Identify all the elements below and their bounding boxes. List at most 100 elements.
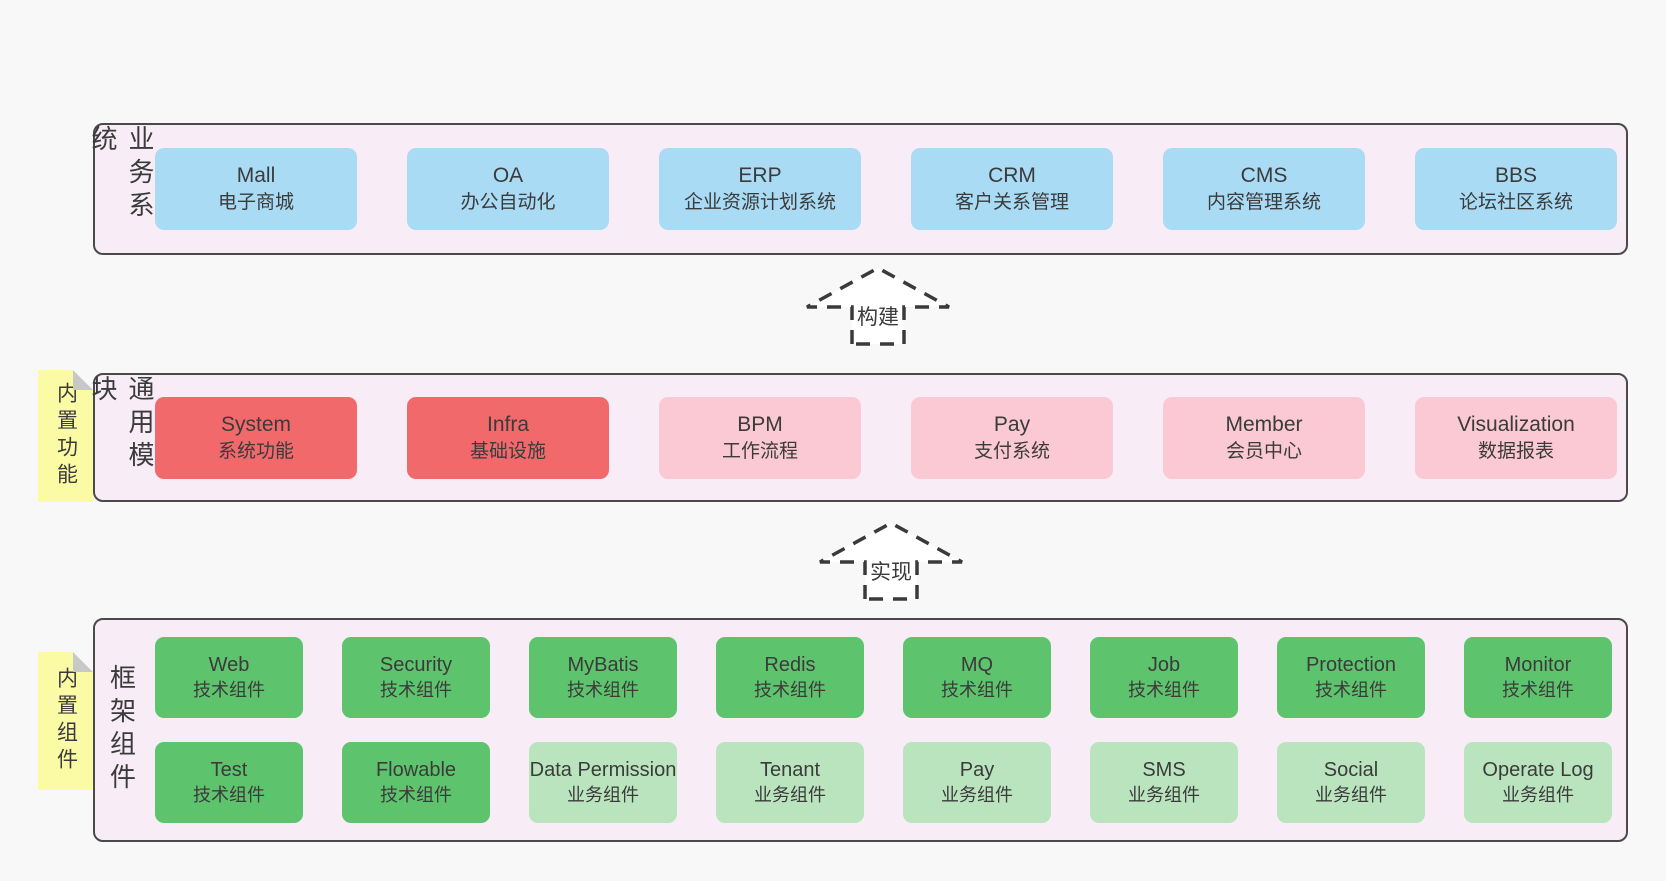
box-title: System xyxy=(220,412,291,436)
box-subtitle: 论坛社区系统 xyxy=(1458,192,1573,213)
box-sms: SMS 业务组件 xyxy=(1090,742,1238,823)
box-title: Infra xyxy=(486,412,530,436)
box-oa: OA 办公自动化 xyxy=(407,148,609,230)
box-erp: ERP 企业资源计划系统 xyxy=(659,148,861,230)
box-subtitle: 业务组件 xyxy=(567,784,639,805)
box-pay: Pay 支付系统 xyxy=(911,396,1113,479)
box-subtitle: 办公自动化 xyxy=(460,192,556,213)
box-subtitle: 企业资源计划系统 xyxy=(683,192,836,213)
sticky-note-built-in-functions: 内置功能 xyxy=(38,370,93,502)
box-subtitle: 系统功能 xyxy=(217,440,294,462)
up-block-arrow-icon xyxy=(819,521,963,601)
up-block-arrow-icon xyxy=(806,266,950,346)
layer-business-systems: 业务系统 Mall 电子商城 OA 办公自动化 ERP 企业资源计划系统 CRM 客户关系管理… xyxy=(88,123,1628,255)
box-bpm: BPM 工作流程 xyxy=(659,396,861,479)
box-subtitle: 技术组件 xyxy=(380,784,452,805)
layer-label: 通用模块 xyxy=(88,375,155,474)
box-subtitle: 技术组件 xyxy=(193,784,265,805)
box-bbs: BBS 论坛社区系统 xyxy=(1415,148,1617,230)
box-subtitle: 技术组件 xyxy=(1315,679,1387,700)
box-test: Test 技术组件 xyxy=(155,742,303,823)
box-security: Security 技术组件 xyxy=(342,637,490,718)
box-title: Data Permission xyxy=(529,758,677,781)
box-mall: Mall 电子商城 xyxy=(155,148,357,230)
box-mq: MQ 技术组件 xyxy=(903,637,1051,718)
box-job: Job 技术组件 xyxy=(1090,637,1238,718)
box-monitor: Monitor 技术组件 xyxy=(1464,637,1612,718)
box-operate-log: Operate Log 业务组件 xyxy=(1464,742,1612,823)
box-title: Flowable xyxy=(375,758,457,781)
box-title: Test xyxy=(210,758,248,781)
box-subtitle: 技术组件 xyxy=(567,679,639,700)
box-title: Monitor xyxy=(1504,653,1572,676)
box-title: BPM xyxy=(737,412,783,436)
box-title: Web xyxy=(208,653,250,676)
box-title: SMS xyxy=(1142,758,1186,781)
box-title: BBS xyxy=(1494,164,1538,187)
box-title: Security xyxy=(379,653,453,676)
box-title: OA xyxy=(492,164,524,187)
box-redis: Redis 技术组件 xyxy=(716,637,864,718)
box-subtitle: 业务组件 xyxy=(941,784,1013,805)
layer-label: 框架组件 xyxy=(106,664,137,796)
box-subtitle: 业务组件 xyxy=(754,784,826,805)
sticky-note-text: 内置组件 xyxy=(54,667,78,775)
box-subtitle: 电子商城 xyxy=(217,192,294,213)
box-title: CRM xyxy=(988,164,1036,187)
arrow-implement: 实现 xyxy=(809,517,973,603)
box-subtitle: 支付系统 xyxy=(973,440,1050,462)
box-title: Pay xyxy=(959,758,995,781)
box-social: Social 业务组件 xyxy=(1277,742,1425,823)
box-title: Job xyxy=(1147,653,1181,676)
arrow-build: 构建 xyxy=(796,262,960,348)
box-subtitle: 工作流程 xyxy=(721,440,798,462)
box-title: Member xyxy=(1225,412,1303,436)
box-title: Pay xyxy=(993,412,1031,436)
box-subtitle: 内容管理系统 xyxy=(1206,192,1321,213)
box-subtitle: 技术组件 xyxy=(1128,679,1200,700)
box-title: Tenant xyxy=(759,758,821,781)
box-row: Mall 电子商城 OA 办公自动化 ERP 企业资源计划系统 CRM 客户关系管理 CMS 内容… xyxy=(149,125,1626,253)
box-title: Social xyxy=(1323,758,1379,781)
box-title: ERP xyxy=(738,164,782,187)
box-subtitle: 业务组件 xyxy=(1315,784,1387,805)
box-web: Web 技术组件 xyxy=(155,637,303,718)
box-crm: CRM 客户关系管理 xyxy=(911,148,1113,230)
box-protection: Protection 技术组件 xyxy=(1277,637,1425,718)
box-subtitle: 技术组件 xyxy=(1502,679,1574,700)
box-subtitle: 业务组件 xyxy=(1502,784,1574,805)
box-subtitle: 技术组件 xyxy=(754,679,826,700)
box-subtitle: 技术组件 xyxy=(193,679,265,700)
arrow-label: 实现 xyxy=(868,561,914,585)
box-title: Visualization xyxy=(1457,412,1575,436)
box-subtitle: 会员中心 xyxy=(1225,440,1302,462)
layer-label: 业务系统 xyxy=(88,125,155,224)
sticky-note-text: 内置功能 xyxy=(54,382,78,490)
box-title: CMS xyxy=(1240,164,1288,187)
box-flowable: Flowable 技术组件 xyxy=(342,742,490,823)
box-data-permission: Data Permission 业务组件 xyxy=(529,742,677,823)
box-mybatis: MyBatis 技术组件 xyxy=(529,637,677,718)
box-title: Protection xyxy=(1305,653,1397,676)
arrow-label: 构建 xyxy=(855,306,901,330)
box-title: Redis xyxy=(764,653,816,676)
box-tenant: Tenant 业务组件 xyxy=(716,742,864,823)
box-title: Mall xyxy=(236,164,276,187)
box-subtitle: 业务组件 xyxy=(1128,784,1200,805)
box-member: Member 会员中心 xyxy=(1163,396,1365,479)
box-title: Operate Log xyxy=(1482,758,1594,781)
box-subtitle: 技术组件 xyxy=(380,679,452,700)
box-title: MQ xyxy=(960,653,994,676)
box-subtitle: 客户关系管理 xyxy=(954,192,1069,213)
box-title: MyBatis xyxy=(567,653,639,676)
box-pay: Pay 业务组件 xyxy=(903,742,1051,823)
box-subtitle: 技术组件 xyxy=(941,679,1013,700)
